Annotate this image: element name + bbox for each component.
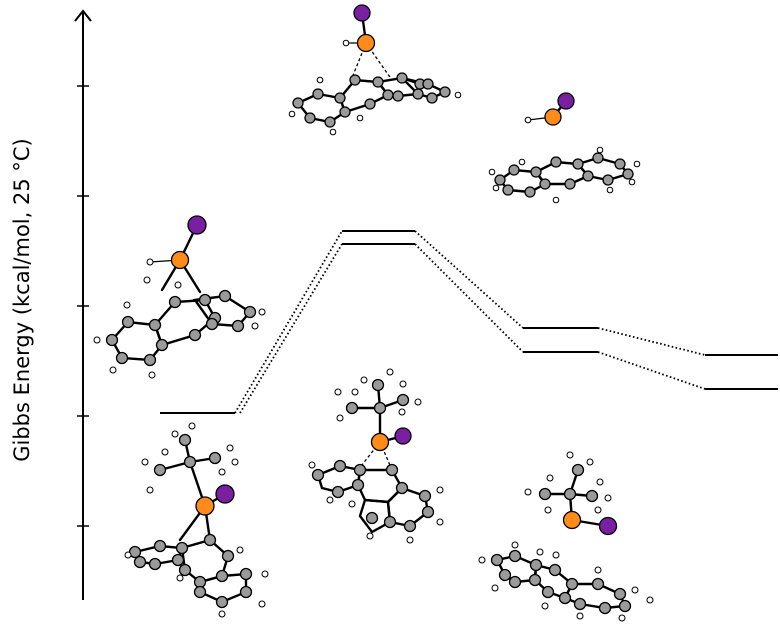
product-lower-complex bbox=[478, 451, 654, 622]
connector-int-prod-lower bbox=[597, 351, 706, 390]
connector-start-ts-upper bbox=[234, 230, 343, 414]
ts-upper-complex bbox=[288, 4, 462, 136]
connector-start-ts-lower bbox=[239, 243, 343, 414]
level-connectors bbox=[234, 230, 706, 414]
energy-axis bbox=[74, 9, 92, 600]
connector-ts-int-lower bbox=[414, 243, 524, 353]
axis-ticks bbox=[77, 85, 89, 527]
product-upper-complex bbox=[488, 92, 641, 204]
connector-int-prod-upper bbox=[597, 327, 706, 356]
start-lower-complex bbox=[124, 422, 269, 618]
connector-ts-int-upper bbox=[414, 230, 524, 329]
y-axis-title: Gibbs Energy (kcal/mol, 25 °C) bbox=[10, 138, 34, 462]
start-upper-complex bbox=[93, 215, 266, 379]
ts-lower-complex bbox=[308, 368, 444, 544]
energy-levels bbox=[160, 230, 778, 414]
